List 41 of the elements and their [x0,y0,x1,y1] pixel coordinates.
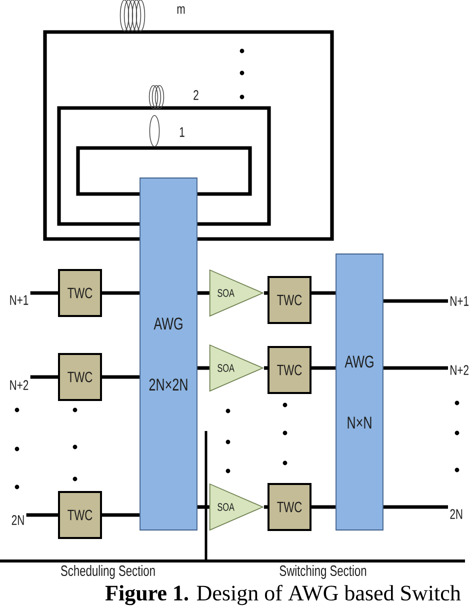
loop-label: 2 [194,90,198,100]
awg-box: AWG 2N×2N [140,178,198,530]
connection-line [383,366,448,370]
connection-line [383,299,448,303]
connection-line [312,291,336,295]
port-label: 2N [12,515,24,525]
delay-loop [57,106,271,226]
delay-loop [76,146,252,196]
connection-line [264,366,268,370]
twc-box: TWC [58,269,102,317]
connection-line [26,513,58,517]
connection-line [383,505,448,509]
connection-line [312,505,336,509]
delay-loop [43,30,334,241]
twc-box: TWC [58,353,102,401]
connection-line [264,505,268,509]
section-label: Switching Section [280,565,366,579]
connection-line [312,366,336,370]
section-label: Scheduling Section [60,565,155,579]
awg-box: AWG N×N [336,254,384,530]
connection-line [102,513,140,517]
loop-label: 1 [180,127,184,137]
port-label: N+1 [450,296,468,306]
connection-line [197,366,210,370]
connection-line [264,291,268,295]
twc-box: TWC [268,276,312,324]
port-label: 2N [450,509,462,519]
port-label: N+2 [10,380,28,390]
connection-line [30,291,58,295]
twc-box: TWC [268,483,312,531]
port-label: N+1 [10,295,28,305]
port-label: N+2 [450,365,468,375]
connection-line [197,505,210,509]
connection-line [102,375,140,379]
connection-line [102,291,140,295]
figure-caption: Figure 1. Design of AWG based Switch [105,584,461,606]
connection-line [197,291,210,295]
twc-box: TWC [268,346,312,394]
connection-line [30,375,58,379]
twc-box: TWC [58,491,102,539]
loop-label: m [177,6,185,14]
